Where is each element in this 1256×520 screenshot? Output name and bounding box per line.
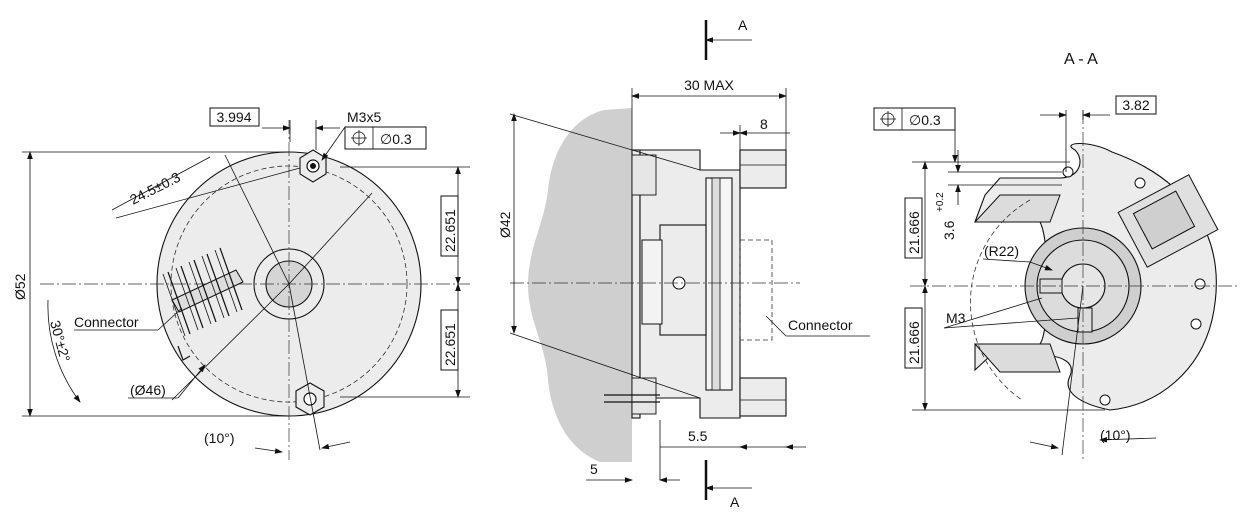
dim-lower-22651: 22.651 [442, 323, 458, 366]
section-title: A - A [1064, 51, 1098, 68]
dim-5: 5 [590, 461, 598, 477]
end-rim-top [739, 149, 787, 189]
end-rim-bottom [739, 377, 787, 417]
overall-length-dim: 30 MAX [684, 77, 734, 93]
dim-upper-21666: 21.666 [906, 211, 922, 254]
dim-3994: 3.994 [216, 109, 251, 125]
screw-marks [1062, 166, 1206, 406]
angle-10-section: (10°) [1100, 427, 1131, 443]
radius-label: (R22) [984, 243, 1019, 259]
hidden-connector [739, 239, 773, 341]
dim-382: 3.82 [1122, 97, 1149, 113]
slot-dim: 3.6 [941, 220, 957, 240]
connector-label-front: Connector [74, 314, 139, 330]
tolerance-frame-front [344, 126, 427, 150]
dim-5-5: 5.5 [688, 428, 708, 444]
thread-label: M3 [946, 310, 966, 326]
connector-angle: 30°±2° [47, 319, 73, 364]
section-mark-bottom: A [730, 494, 740, 510]
overall-diameter: Ø52 [12, 273, 28, 300]
pitch-diameter: (Ø46) [130, 382, 166, 398]
hex-nut-bottom [295, 382, 325, 416]
section-mark-top: A [738, 17, 748, 33]
dim-lower-21666: 21.666 [906, 321, 922, 364]
connector-pins [162, 247, 244, 337]
slot-tol: +0.2 [935, 192, 946, 212]
side-view: A A 30 MAX 8 Ø42 Connector 5.5 5 [497, 17, 870, 510]
hole-spec-label: M3x5 [347, 109, 381, 125]
tolerance-frame-section [873, 107, 956, 131]
flange-width-dim: 8 [760, 116, 768, 132]
dim-upper-22651: 22.651 [442, 209, 458, 252]
position-icon [351, 130, 367, 146]
front-view: 3.994 M3x5 ∅0.3 24.5±0.3 Ø52 22.651 22.6… [12, 107, 470, 460]
diameter-42: Ø42 [497, 211, 513, 238]
tolerance-value-front: ∅0.3 [380, 131, 412, 147]
angle-10-front: (10°) [204, 430, 235, 446]
position-icon-section [880, 111, 896, 127]
dim-box-3994 [209, 107, 260, 127]
mounting-surface [528, 108, 632, 462]
section-view: A - A [873, 51, 1240, 460]
connector-label-side: Connector [788, 317, 853, 333]
tolerance-value-section: ∅0.3 [909, 112, 941, 128]
